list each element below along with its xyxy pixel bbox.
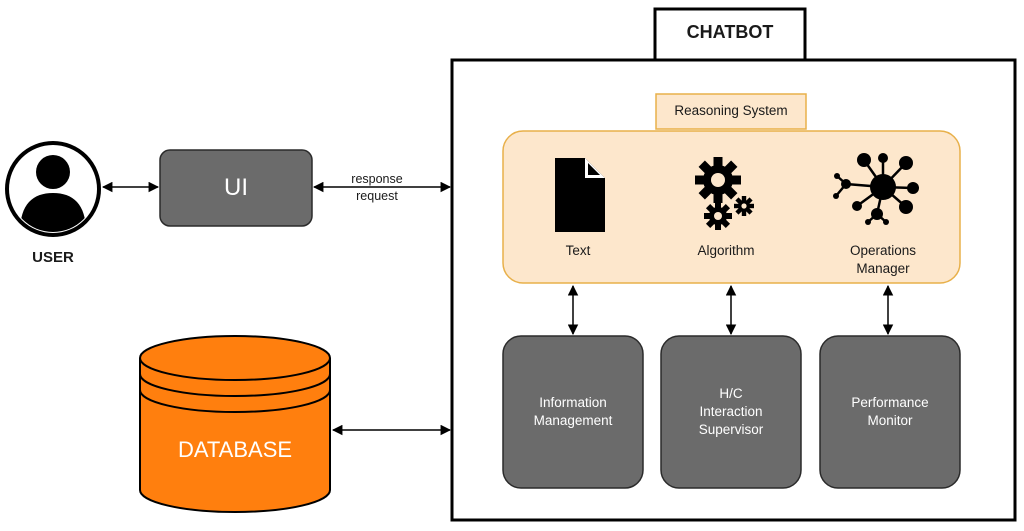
user-label: USER bbox=[32, 249, 74, 266]
link-label-response: response bbox=[351, 172, 403, 186]
reasoning-panel bbox=[502, 130, 961, 284]
module-information-label: Information Management bbox=[533, 395, 613, 428]
ui-box bbox=[159, 149, 313, 227]
module-box-supervisor bbox=[660, 335, 802, 489]
database-label: DATABASE bbox=[177, 437, 293, 462]
reasoning-title: Reasoning System bbox=[674, 103, 788, 118]
link-label-request: request bbox=[356, 189, 398, 203]
reasoning-item-operations: Operations Manager bbox=[849, 243, 917, 276]
module-performance-label: Performance Monitor bbox=[851, 395, 929, 428]
database-cylinder bbox=[139, 335, 331, 513]
user-avatar-icon bbox=[5, 141, 101, 237]
ui-label: UI bbox=[224, 174, 248, 201]
reasoning-title-box bbox=[655, 93, 807, 130]
network-hub-icon bbox=[833, 153, 919, 225]
module-box-performance bbox=[819, 335, 961, 489]
gears-icon bbox=[695, 157, 754, 230]
reasoning-item-text: Text bbox=[565, 243, 591, 258]
module-supervisor-label: H/C Interaction Supervisor bbox=[698, 386, 764, 437]
chatbot-title: CHATBOT bbox=[686, 22, 774, 42]
module-box-information bbox=[502, 335, 644, 489]
document-icon bbox=[555, 158, 605, 232]
reasoning-item-algorithm: Algorithm bbox=[697, 243, 755, 258]
